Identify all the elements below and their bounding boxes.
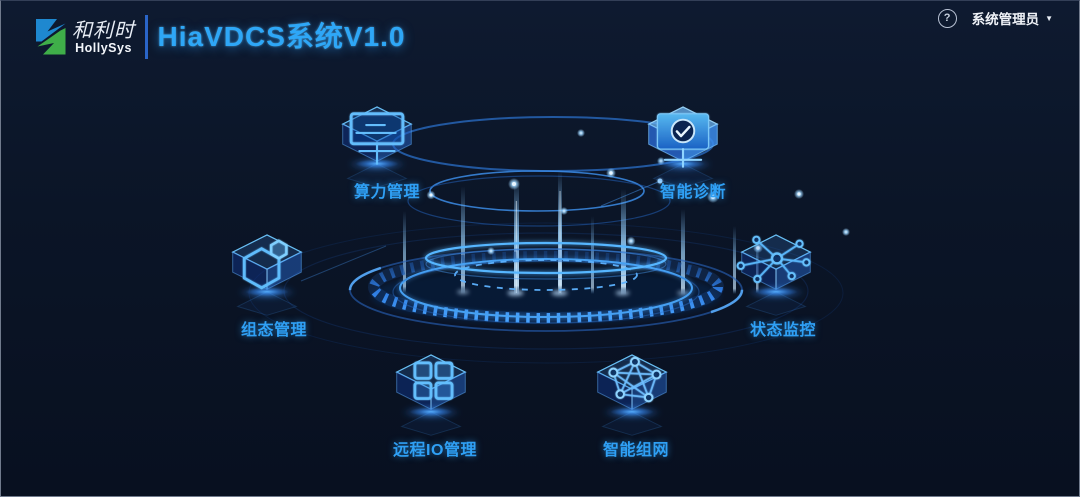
io-grid-icon xyxy=(382,351,480,435)
user-name: 系统管理员 xyxy=(971,12,1040,27)
brand-divider xyxy=(145,15,148,59)
menu-item-status-monitoring[interactable]: 状态监控 xyxy=(717,231,849,340)
menu-item-intelligent-diagnosis[interactable]: 智能诊断 xyxy=(627,103,759,202)
menu-label[interactable]: 状态监控 xyxy=(749,322,816,340)
menu-label[interactable]: 组态管理 xyxy=(240,322,307,340)
app-title: HiaVDCS系统V1.0 xyxy=(157,21,406,52)
menu-item-remote-io[interactable]: 远程IO管理 xyxy=(369,351,501,460)
monitor-check-icon xyxy=(634,103,732,187)
brand: 和利时 HollySys HiaVDCS系统V1.0 xyxy=(34,15,405,59)
menu-label[interactable]: 算力管理 xyxy=(353,184,420,202)
hollysys-logo xyxy=(36,19,66,55)
menu-label[interactable]: 智能组网 xyxy=(602,442,669,460)
hexagons-icon xyxy=(218,231,316,315)
chevron-down-icon: ▼ xyxy=(1045,13,1053,23)
brand-name-cn: 和利时 xyxy=(72,18,135,42)
mesh-network-icon xyxy=(583,351,681,435)
menu-item-computing-power[interactable]: 算力管理 xyxy=(321,103,453,202)
monitor-icon xyxy=(328,103,426,187)
hub-network-icon xyxy=(736,231,825,315)
menu-item-configuration[interactable]: 组态管理 xyxy=(208,231,340,340)
user-menu[interactable]: 系统管理员 ▼ xyxy=(972,8,1053,28)
menu-item-intelligent-networking[interactable]: 智能组网 xyxy=(570,351,702,460)
brand-name-en: HollySys xyxy=(75,41,132,55)
menu-label[interactable]: 智能诊断 xyxy=(659,184,726,202)
help-icon[interactable]: ? xyxy=(937,8,957,28)
menu-label[interactable]: 远程IO管理 xyxy=(393,442,477,460)
